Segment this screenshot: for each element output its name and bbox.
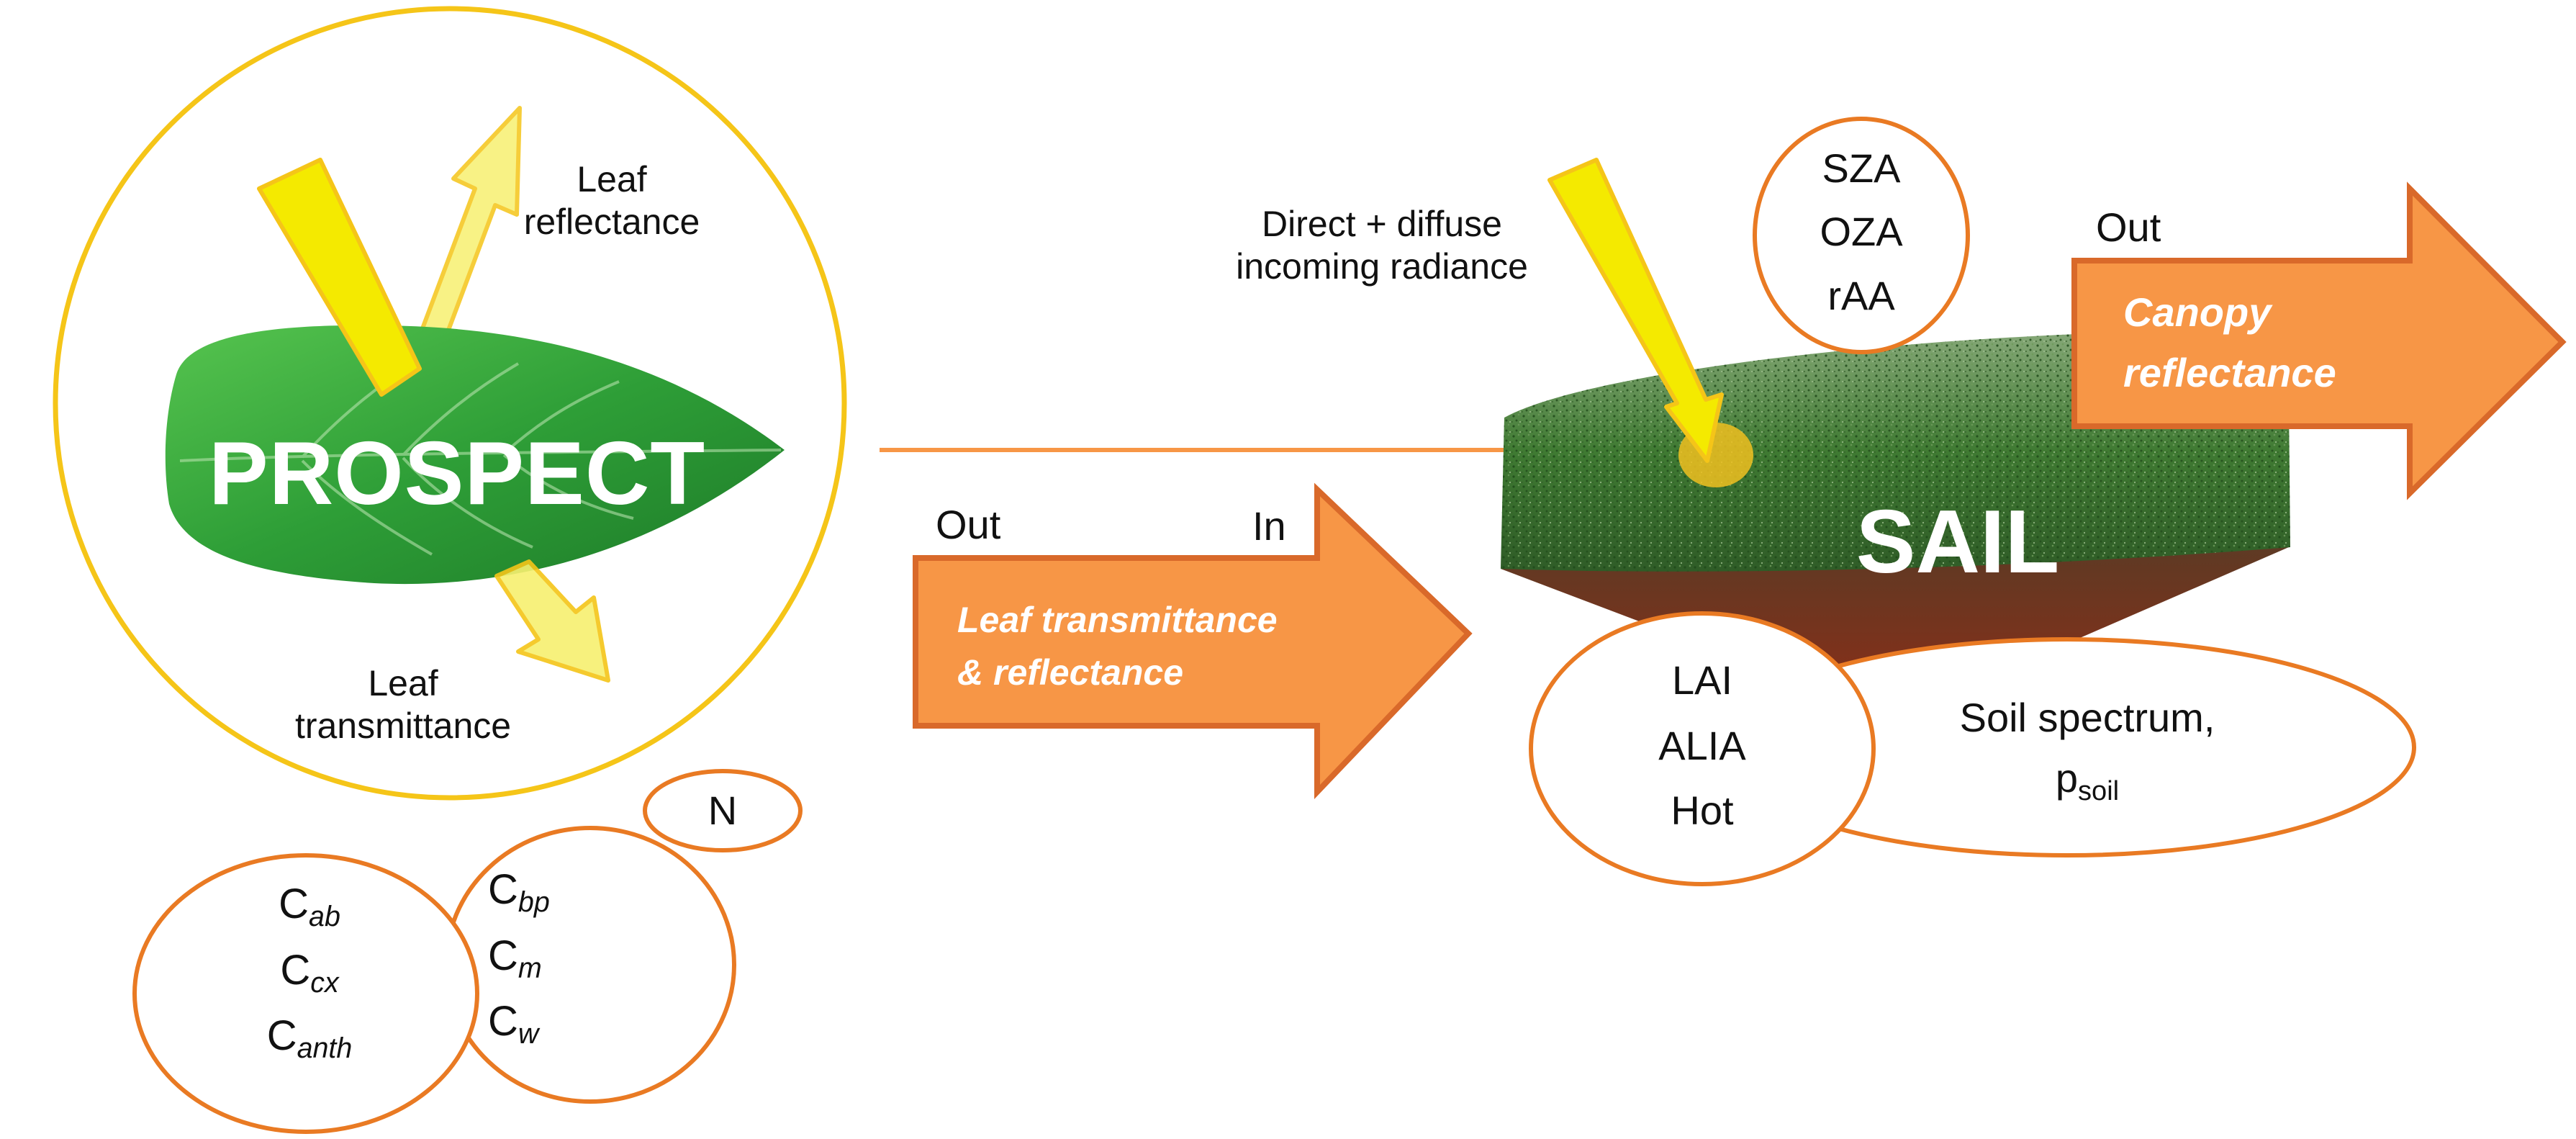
middle-in-label: In xyxy=(1252,503,1286,549)
incoming-beam-prospect xyxy=(257,158,422,397)
pigment-cab: Cab xyxy=(279,881,340,933)
sail-title: SAIL xyxy=(1856,492,2060,592)
canopy-params-ellipse xyxy=(1529,611,1876,886)
pigments-ellipse xyxy=(132,853,479,1134)
prospect-title: PROSPECT xyxy=(209,424,706,523)
leaf-optics-text: Leaf transmittance & reflectance xyxy=(957,594,1278,698)
n-ellipse xyxy=(643,769,803,852)
pigment-ccx: Ccx xyxy=(280,946,339,999)
angles-ellipse xyxy=(1753,117,1970,354)
n-param-label: N xyxy=(708,788,738,833)
pigment-canth: Canth xyxy=(266,1012,353,1065)
angle-sza: SZA xyxy=(1822,145,1901,191)
other-params-list: Cbp Cm Cw xyxy=(488,857,632,1055)
leaf-optics-line2: & reflectance xyxy=(957,652,1184,693)
param-lai: LAI xyxy=(1671,657,1733,703)
canopy-line1: Canopy xyxy=(2123,289,2272,335)
incoming-beam-sail xyxy=(1547,158,1724,463)
pigments-list: Cab Ccx Canth xyxy=(216,871,403,1069)
leaf-transmittance-beam xyxy=(494,559,610,683)
leaf-transmittance-label: Leaf transmittance xyxy=(259,662,547,747)
output-out-label: Out xyxy=(2096,204,2161,250)
soil-label: Soil spectrum, psoil xyxy=(1900,688,2274,809)
soil-line2: psoil xyxy=(2055,755,2120,806)
leaf-reflectance-line2: reflectance xyxy=(523,202,700,242)
incoming-line2: incoming radiance xyxy=(1236,246,1528,287)
canopy-reflectance-arrow xyxy=(2071,181,2567,500)
canopy-params-list: LAI ALIA Hot xyxy=(1616,648,1789,844)
param-cw: Cw xyxy=(488,998,539,1050)
param-alia: ALIA xyxy=(1658,722,1746,768)
middle-out-label: Out xyxy=(936,502,1001,547)
angle-raa: rAA xyxy=(1827,272,1895,318)
incoming-line1: Direct + diffuse xyxy=(1262,204,1502,244)
leaf-reflectance-label: Leaf reflectance xyxy=(504,158,720,243)
leaf-transmittance-line1: Leaf xyxy=(368,663,438,703)
soil-layer xyxy=(1501,547,2289,702)
param-hot: Hot xyxy=(1671,788,1734,834)
angle-oza: OZA xyxy=(1820,209,1903,255)
incoming-radiance-label: Direct + diffuse incoming radiance xyxy=(1195,203,1569,288)
param-cm: Cm xyxy=(488,932,542,984)
soil-line1: Soil spectrum, xyxy=(1959,695,2215,740)
leaf-optics-arrow xyxy=(913,482,1473,799)
param-cbp: Cbp xyxy=(488,866,550,919)
angles-list: SZA OZA rAA xyxy=(1775,137,1948,328)
leaf-reflectance-line1: Leaf xyxy=(577,159,647,199)
canopy-reflectance-text: Canopy reflectance xyxy=(2123,282,2336,403)
leaf-optics-line1: Leaf transmittance xyxy=(957,600,1278,640)
leaf-transmittance-line2: transmittance xyxy=(294,706,512,746)
canopy-line2: reflectance xyxy=(2123,350,2336,395)
